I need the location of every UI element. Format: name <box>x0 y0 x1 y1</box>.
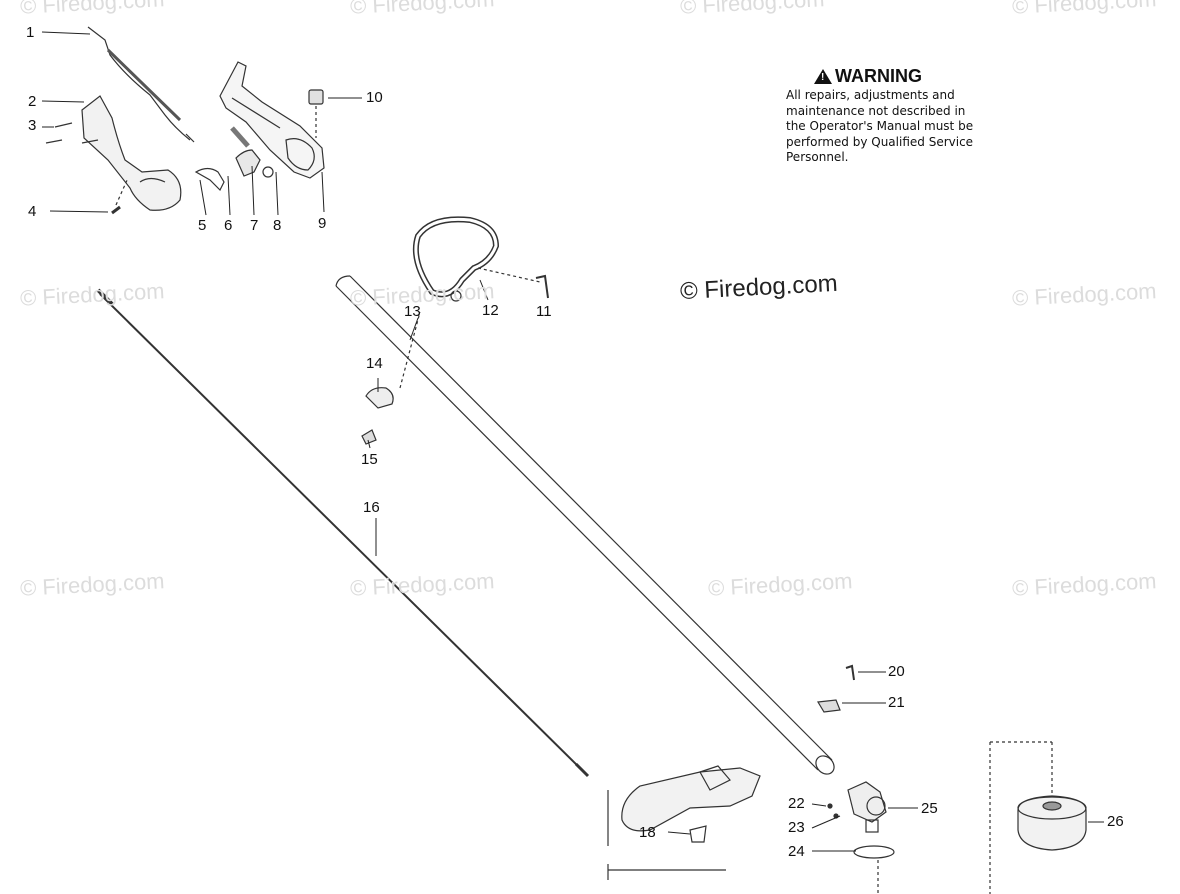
part-bolt-bracket <box>817 664 855 713</box>
callout-9: 9 <box>318 215 327 232</box>
part-gear-head <box>827 781 895 894</box>
warning-title: WARNING <box>835 66 922 86</box>
callout-15: 15 <box>361 451 378 468</box>
callout-2: 2 <box>28 93 37 110</box>
part-spool <box>989 741 1087 894</box>
part-drive-shaft <box>96 288 590 778</box>
part-handle-shell <box>219 61 325 179</box>
part-guard <box>607 765 761 880</box>
part-bolt <box>535 274 549 299</box>
part-loop-handle <box>412 216 541 302</box>
part-handle-housing <box>81 95 182 211</box>
callout-3: 3 <box>28 117 37 134</box>
callout-22: 22 <box>788 795 805 812</box>
warning-notice: ! WARNING All repairs, adjustments and m… <box>786 66 996 166</box>
callout-4: 4 <box>28 203 37 220</box>
callout-6: 6 <box>224 217 233 234</box>
callout-23: 23 <box>788 819 805 836</box>
callout-8: 8 <box>273 217 282 234</box>
callout-25: 25 <box>921 800 938 817</box>
callout-13: 13 <box>404 303 421 320</box>
part-small-screw <box>111 177 129 215</box>
callout-10: 10 <box>366 89 383 106</box>
callout-1: 1 <box>26 24 35 41</box>
callout-14: 14 <box>366 355 383 372</box>
warning-heading: ! WARNING <box>786 66 996 87</box>
callout-16: 16 <box>363 499 380 516</box>
callout-21: 21 <box>888 694 905 711</box>
part-shaft-tube <box>335 275 835 775</box>
part-screws <box>45 122 99 144</box>
part-trigger-hardware <box>194 126 274 192</box>
callout-11: 11 <box>536 303 552 320</box>
warning-triangle-icon: ! <box>814 69 832 84</box>
callout-12: 12 <box>482 302 499 319</box>
part-throttle-cable <box>87 26 195 143</box>
callout-24: 24 <box>788 843 805 860</box>
warning-text: All repairs, adjustments and maintenance… <box>786 88 974 164</box>
callout-26: 26 <box>1107 813 1124 830</box>
part-clamp <box>361 311 421 445</box>
leader-lines <box>41 31 1104 852</box>
callout-20: 20 <box>888 663 905 680</box>
callout-18: 18 <box>639 824 656 841</box>
part-switch <box>308 89 324 138</box>
callout-5: 5 <box>198 217 207 234</box>
callout-7: 7 <box>250 217 259 234</box>
